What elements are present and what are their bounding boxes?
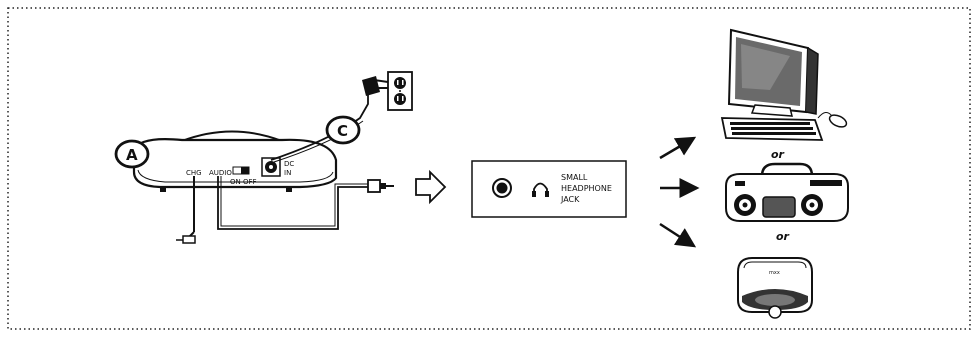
chg-label: CHG [186,169,202,177]
jack-label-line2: HEADPHONE [561,184,612,193]
jack-label-line3: JACK [560,195,580,204]
on-off-label: ON OFF [230,178,257,186]
boombox-icon: or [725,162,849,243]
or-label-1: or [771,148,785,161]
audio-cable [217,176,394,230]
jack-label-line1: SMALL [561,173,588,182]
hollow-right-arrow-icon [415,169,447,205]
dotted-frame [7,7,971,330]
dc-label: DC [284,160,294,168]
callout-c-label: C [337,122,348,140]
computer-icon: or [720,28,848,161]
ac-adapter [362,76,389,96]
callout-c: C [325,115,361,145]
headphone-icon [532,182,549,197]
cd-player-brand: mxx [769,270,780,276]
callout-a: A [114,139,150,169]
charging-base: CHG AUDIO ON OFF DC IN [132,130,338,192]
arrow-to-cd-player-icon [659,222,697,248]
wall-outlet-icon [387,71,413,111]
in-label: IN [284,169,291,177]
audio-label: AUDIO [209,169,232,177]
headphone-jack-panel: SMALL HEADPHONE JACK [471,160,627,218]
cd-player-icon: mxx [737,257,813,319]
chg-cable [176,176,196,244]
or-label-2: or [776,230,790,243]
arrow-to-computer-icon [659,136,697,160]
callout-a-label: A [126,146,138,164]
